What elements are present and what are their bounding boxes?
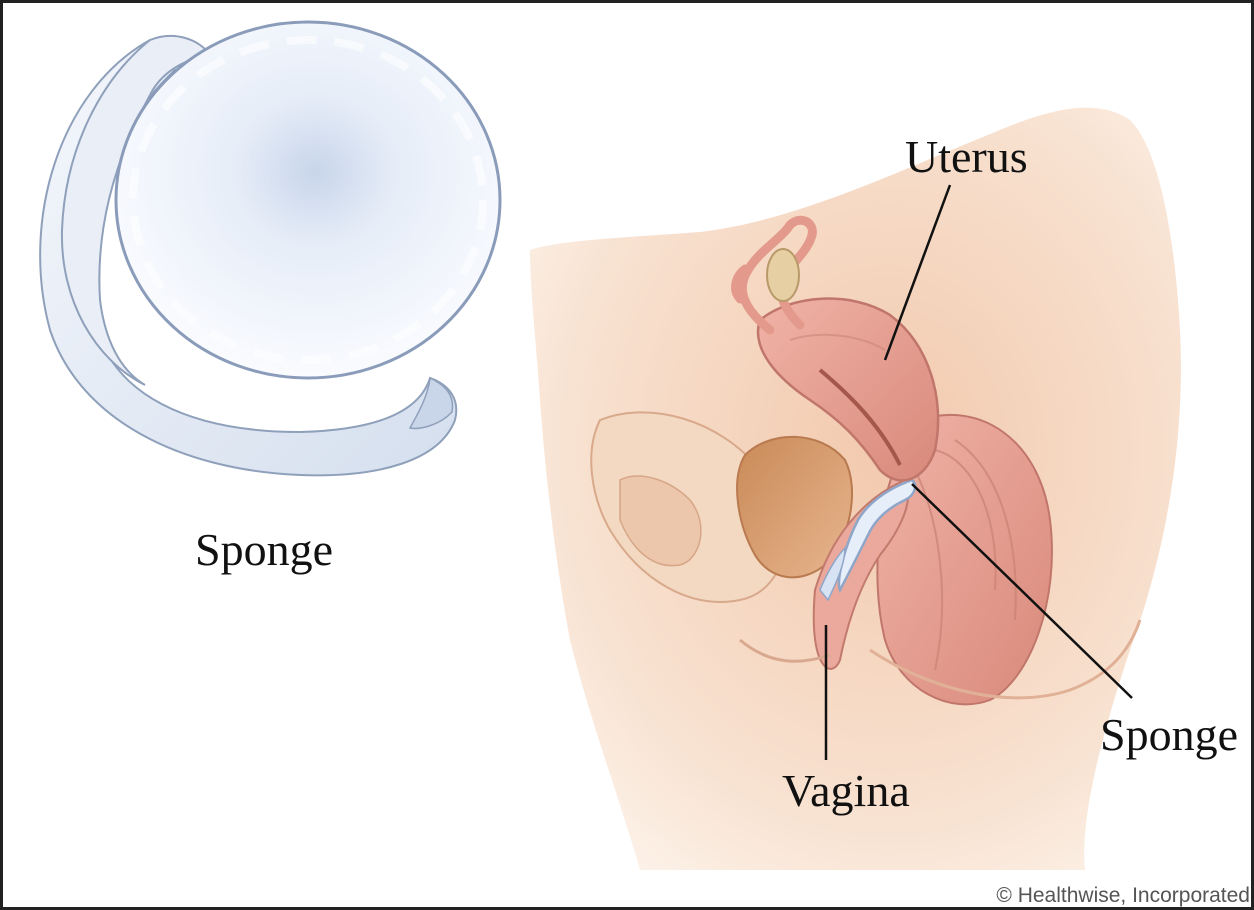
label-sponge-placed: Sponge bbox=[1100, 712, 1238, 758]
label-uterus: Uterus bbox=[905, 134, 1028, 180]
label-vagina: Vagina bbox=[782, 768, 910, 814]
label-sponge-product: Sponge bbox=[195, 527, 333, 573]
copyright-credit: © Healthwise, Incorporated bbox=[996, 884, 1250, 908]
